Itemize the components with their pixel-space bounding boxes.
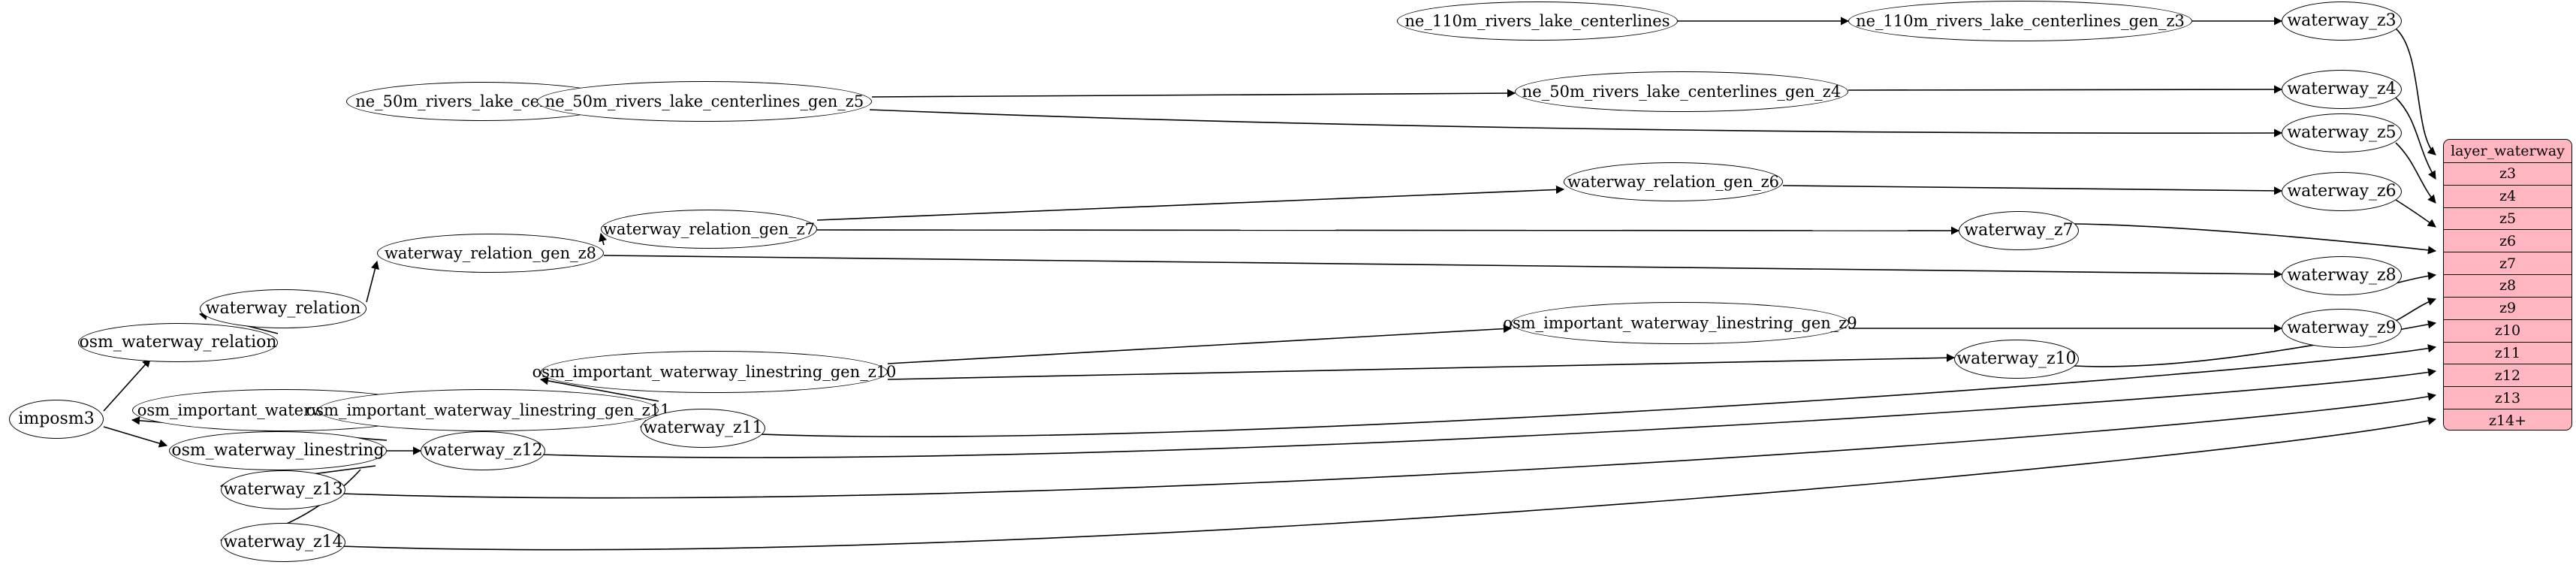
graph-node-waterway_z5[interactable]: waterway_z5	[2282, 113, 2402, 153]
graph-node-waterway_z7[interactable]: waterway_z7	[1959, 211, 2079, 250]
edge-waterway_relation--waterway_relation_gen_z8	[366, 260, 379, 303]
record-row-z14plus[interactable]: z14+	[2444, 409, 2571, 430]
record-row-z13[interactable]: z13	[2444, 386, 2571, 409]
graph-node-label: ne_50m_rivers_lake_centerlines_gen_z4	[1522, 82, 1842, 101]
graph-node-label: waterway_z14	[223, 533, 343, 551]
edge-waterway_z7--row_z7	[2074, 223, 2437, 255]
graph-node-label: osm_important_waterway_linestring_gen_z1…	[532, 362, 897, 381]
graph-node-label: ne_50m_rivers_lake_centerlines_gen_z5	[544, 92, 864, 110]
graph-node-waterway_z12[interactable]: waterway_z12	[421, 431, 545, 470]
graph-node-label: ne_110m_rivers_lake_centerlines_gen_z3	[1856, 11, 2185, 30]
graph-node-label: waterway_z7	[1964, 221, 2074, 240]
graph-node-label: imposm3	[18, 409, 95, 428]
graph-node-label: osm_important_waterway_linestring_gen_z1…	[306, 400, 671, 419]
graph-node-label: waterway_z4	[2287, 80, 2397, 98]
graph-node-label: waterway_z11	[643, 418, 763, 437]
graph-node-waterway_z14[interactable]: waterway_z14	[221, 523, 345, 562]
record-row-z12[interactable]: z12	[2444, 364, 2571, 387]
graph-node-label: waterway_z5	[2287, 123, 2397, 142]
graph-node-osm_waterway_linestring[interactable]: osm_waterway_linestring	[169, 431, 387, 470]
graph-node-osm_important_waterway_linestring_gen_z9[interactable]: osm_important_waterway_linestring_gen_z9	[1503, 302, 1857, 344]
record-row-z10[interactable]: z10	[2444, 319, 2571, 342]
record-row-z8[interactable]: z8	[2444, 274, 2571, 297]
record-title: layer_waterway	[2444, 140, 2571, 162]
graph-node-label: osm_important_waterway_linestring_gen_z9	[1503, 313, 1857, 332]
edge-waterway_z6--row_z6	[2395, 199, 2436, 228]
edge-waterway_relation_gen_z6--waterway_z6	[1782, 185, 2283, 195]
record-row-z7[interactable]: z7	[2444, 252, 2571, 275]
graph-node-label: waterway_z10	[1956, 349, 2077, 368]
graph-node-ne_50m_rivers_lake_centerlines_gen_z4[interactable]: ne_50m_rivers_lake_centerlines_gen_z4	[1515, 71, 1848, 112]
graph-node-waterway_z11[interactable]: waterway_z11	[641, 409, 765, 448]
graph-node-waterway_z10[interactable]: waterway_z10	[1954, 340, 2079, 379]
graph-node-label: waterway_relation_gen_z8	[384, 243, 597, 262]
edge-waterway_z3--row_z3	[2395, 28, 2436, 156]
graph-node-label: waterway_z9	[2287, 319, 2397, 337]
graph-node-waterway_z3[interactable]: waterway_z3	[2282, 2, 2402, 41]
graph-node-label: waterway_z3	[2287, 11, 2397, 30]
graph-node-waterway_relation_gen_z6[interactable]: waterway_relation_gen_z6	[1564, 162, 1783, 201]
record-row-z4[interactable]: z4	[2444, 184, 2571, 207]
graph-node-label: osm_waterway_linestring	[171, 441, 385, 460]
edge-waterway_z5--row_z5	[2395, 142, 2436, 204]
graph-node-waterway_z13[interactable]: waterway_z13	[221, 470, 345, 509]
graph-node-waterway_relation_gen_z8[interactable]: waterway_relation_gen_z8	[377, 234, 604, 273]
edge-imposm3--osm_waterway_linestring	[103, 426, 168, 448]
graph-node-label: waterway_z12	[423, 441, 543, 460]
graph-node-label: waterway_relation_gen_z7	[602, 219, 816, 238]
record-row-z5[interactable]: z5	[2444, 207, 2571, 230]
graph-node-waterway_relation_gen_z7[interactable]: waterway_relation_gen_z7	[601, 210, 817, 249]
graph-node-ne_50m_rivers_lake_centerlines_gen_z5[interactable]: ne_50m_rivers_lake_centerlines_gen_z5	[537, 81, 872, 122]
edge-osm_important_waterway_linestring_gen_z10--waterway_z10	[887, 353, 1956, 380]
graph-node-osm_waterway_relation[interactable]: osm_waterway_relation	[78, 323, 278, 362]
edge-ne_50m_rivers_lake_centerlines_gen_z5--ne_50m_rivers_lake_centerlines_gen_z4	[871, 89, 1516, 98]
graph-node-label: waterway_z8	[2287, 266, 2397, 285]
graph-node-label: waterway_z6	[2287, 182, 2397, 201]
graph-node-osm_important_waterway_linestring_gen_z10[interactable]: osm_important_waterway_linestring_gen_z1…	[532, 351, 896, 393]
graph-node-waterway_z6[interactable]: waterway_z6	[2282, 172, 2402, 211]
graph-node-waterway_z4[interactable]: waterway_z4	[2282, 70, 2402, 109]
graph-node-ne_110m_rivers_lake_centerlines_gen_z3[interactable]: ne_110m_rivers_lake_centerlines_gen_z3	[1848, 1, 2192, 41]
edge-waterway_relation_gen_z8--waterway_z8	[603, 255, 2283, 279]
graph-node-label: waterway_relation	[205, 299, 361, 318]
record-row-z11[interactable]: z11	[2444, 341, 2571, 364]
edge-ne_50m_rivers_lake_centerlines_gen_z5--waterway_z5	[869, 109, 2283, 137]
edge-waterway_relation_gen_z7--waterway_relation_gen_z6	[816, 185, 1565, 221]
record-row-z6[interactable]: z6	[2444, 229, 2571, 252]
edge-osm_important_waterway_linestring_gen_z10--osm_important_waterway_linestring_gen_z9	[887, 324, 1513, 364]
graph-node-label: osm_waterway_relation	[79, 333, 277, 352]
graph-node-label: waterway_relation_gen_z6	[1567, 172, 1780, 191]
graph-node-waterway_z9[interactable]: waterway_z9	[2282, 309, 2402, 348]
edge-waterway_z9--row_z9	[2395, 298, 2437, 322]
edge-waterway_relation_gen_z7--waterway_z7	[816, 226, 1960, 235]
graph-node-label: ne_110m_rivers_lake_centerlines	[1404, 11, 1670, 30]
edge-waterway_z4--row_z4	[2395, 97, 2436, 180]
graph-node-imposm3[interactable]: imposm3	[9, 400, 104, 439]
graph-node-ne_110m_rivers_lake_centerlines[interactable]: ne_110m_rivers_lake_centerlines	[1397, 2, 1678, 41]
record-row-z3[interactable]: z3	[2444, 162, 2571, 185]
graph-node-osm_important_waterway_linestring_gen_z11[interactable]: osm_important_waterway_linestring_gen_z1…	[306, 389, 670, 431]
record-row-z9[interactable]: z9	[2444, 296, 2571, 319]
edge-waterway_z11--row_z11	[760, 344, 2437, 437]
edge-ne_50m_rivers_lake_centerlines_gen_z4--waterway_z4	[1848, 85, 2283, 94]
graph-node-label: waterway_z13	[223, 480, 343, 499]
graph-node-waterway_relation[interactable]: waterway_relation	[200, 289, 366, 328]
graph-node-waterway_z8[interactable]: waterway_z8	[2282, 256, 2402, 295]
